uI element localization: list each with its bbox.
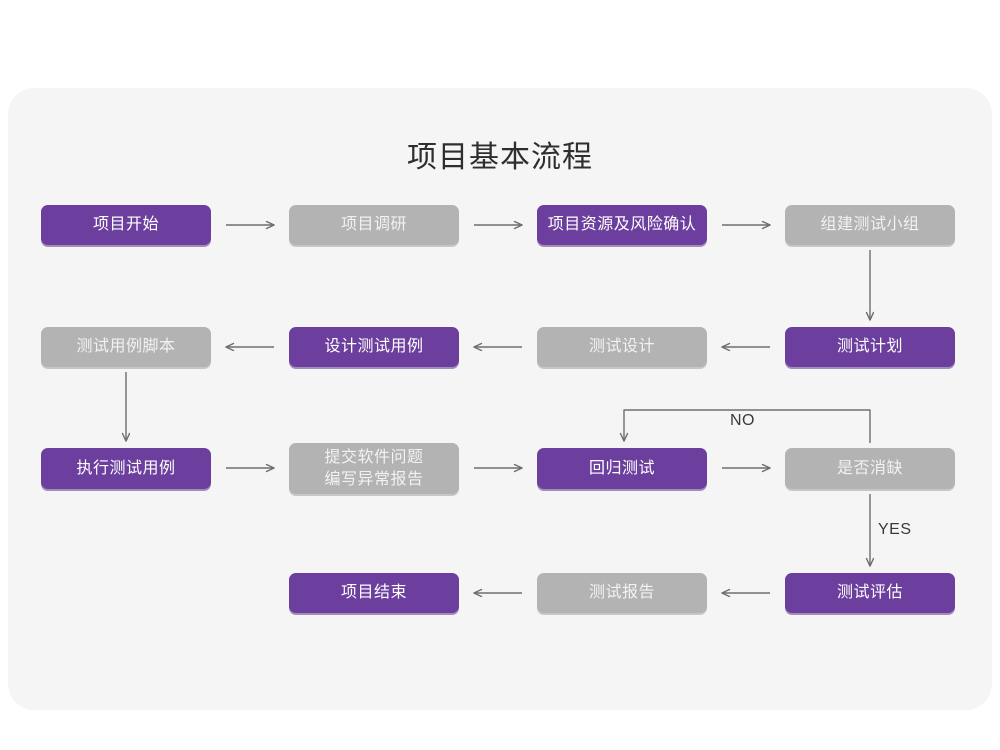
node-test-evaluation[interactable]: 测试评估: [785, 573, 955, 613]
edge-label-yes: YES: [878, 521, 912, 538]
node-test-design[interactable]: 测试设计: [537, 327, 707, 367]
node-test-case-script[interactable]: 测试用例脚本: [41, 327, 211, 367]
node-test-report[interactable]: 测试报告: [537, 573, 707, 613]
node-regression-test[interactable]: 回归测试: [537, 448, 707, 489]
diagram-panel: [8, 88, 992, 710]
node-build-test-team[interactable]: 组建测试小组: [785, 205, 955, 245]
page-title: 项目基本流程: [407, 141, 593, 174]
node-resource-risk-confirm[interactable]: 项目资源及风险确认: [537, 205, 707, 245]
node-project-end[interactable]: 项目结束: [289, 573, 459, 613]
node-submit-issue-report[interactable]: 提交软件问题 编写异常报告: [289, 443, 459, 494]
node-execute-test-case[interactable]: 执行测试用例: [41, 448, 211, 489]
edge-label-no: NO: [730, 412, 755, 429]
node-test-plan[interactable]: 测试计划: [785, 327, 955, 367]
node-project-research[interactable]: 项目调研: [289, 205, 459, 245]
node-design-test-case[interactable]: 设计测试用例: [289, 327, 459, 367]
node-defect-cleared-decision[interactable]: 是否消缺: [785, 448, 955, 489]
node-project-start[interactable]: 项目开始: [41, 205, 211, 245]
